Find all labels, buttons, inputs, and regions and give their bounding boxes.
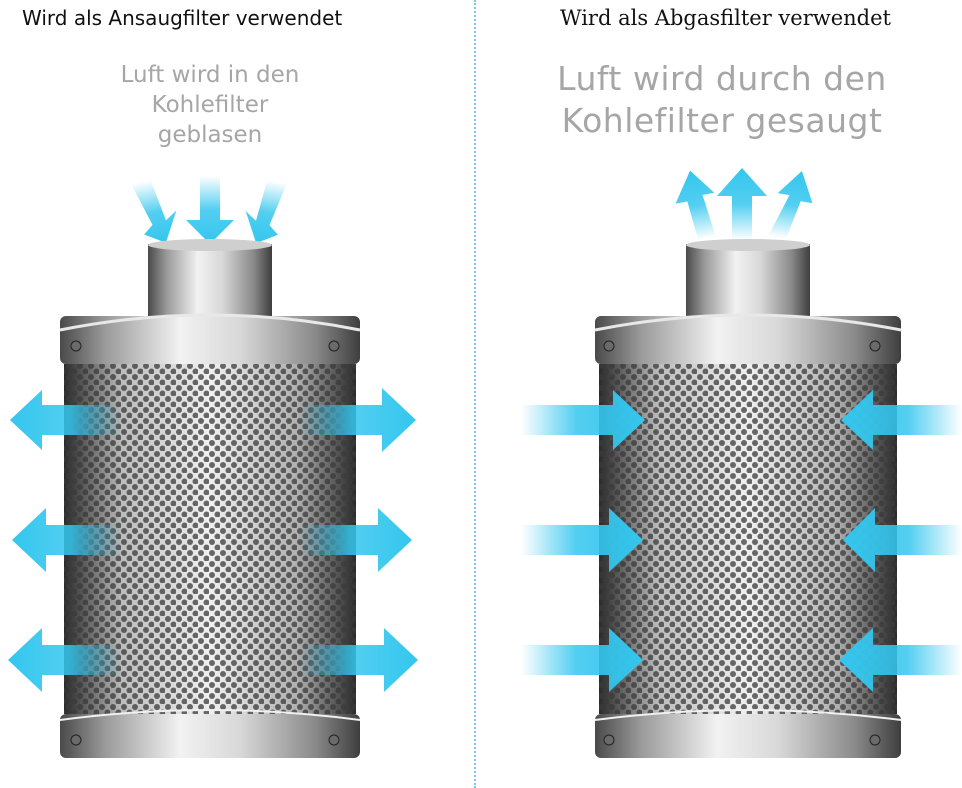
- intake-filter-illustration: [8, 176, 418, 758]
- airflow-arrow-icon: [8, 390, 120, 692]
- airflow-arrow-icon: [521, 390, 645, 692]
- mesh-filter-cylinder-icon: [594, 239, 902, 758]
- airflow-arrow-icon: [300, 388, 418, 692]
- exhaust-heading: Wird als Abgasfilter verwendet: [560, 6, 891, 30]
- exhaust-caption-line: Kohlefilter gesaugt: [561, 101, 883, 140]
- intake-caption-line: Luft wird in den: [120, 62, 300, 88]
- intake-caption-line: Kohlefilter: [151, 92, 269, 118]
- screw-icon: [603, 340, 881, 746]
- screw-icon: [70, 340, 340, 746]
- exhaust-filter-illustration: [521, 168, 962, 758]
- exhaust-filter-panel: Wird als Abgasfilter verwendet Luft wird…: [477, 0, 962, 788]
- intake-heading: Wird als Ansaugfilter verwendet: [22, 6, 343, 30]
- intake-caption: Luft wird in den Kohlefilter geblasen: [60, 60, 360, 150]
- exhaust-caption-line: Luft wird durch den: [557, 59, 887, 98]
- airflow-arrow-icon: [131, 176, 287, 244]
- airflow-arrow-icon: [839, 390, 962, 692]
- panel-divider: [474, 0, 476, 788]
- airflow-arrow-icon: [675, 168, 813, 241]
- mesh-filter-cylinder-icon: [59, 239, 361, 758]
- intake-caption-line: geblasen: [157, 122, 263, 148]
- intake-filter-panel: Wird als Ansaugfilter verwendet Luft wir…: [0, 0, 475, 788]
- exhaust-caption: Luft wird durch den Kohlefilter gesaugt: [507, 58, 937, 142]
